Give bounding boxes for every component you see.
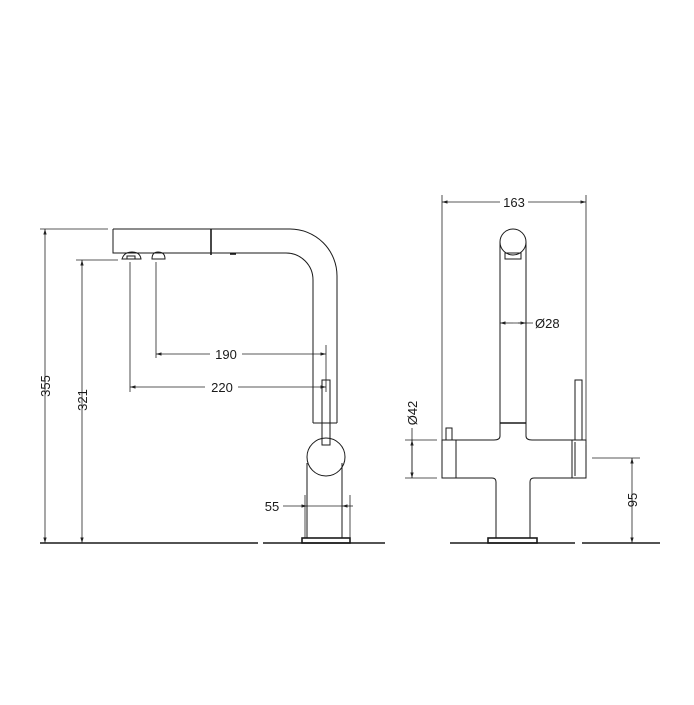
dimension-label-321: 321 <box>75 389 90 411</box>
side-view: 355 321 190 220 55 <box>38 228 385 544</box>
dimension-label-220: 220 <box>211 380 233 395</box>
base-plate <box>301 537 351 544</box>
dimension-label-d42: Ø42 <box>405 401 420 426</box>
dimension-label-355: 355 <box>38 375 53 397</box>
right-lever <box>574 379 583 441</box>
left-handle-cap <box>441 439 457 479</box>
dimension-label-190: 190 <box>215 347 237 362</box>
left-lever <box>445 427 453 441</box>
dimension-label-55: 55 <box>265 499 279 514</box>
aerator-nozzle <box>121 251 142 260</box>
right-handle-cap <box>571 439 587 479</box>
base-plate <box>487 537 538 544</box>
front-view: 163 Ø28 Ø42 95 <box>405 195 660 544</box>
dimension-label-163: 163 <box>503 195 525 210</box>
faucet-front-outline <box>441 228 587 544</box>
dimension-label-d28: Ø28 <box>535 316 560 331</box>
spray-nozzle <box>151 251 166 260</box>
dimension-label-95: 95 <box>625 493 640 507</box>
handle-hub <box>306 437 346 477</box>
spout-head <box>499 228 527 256</box>
